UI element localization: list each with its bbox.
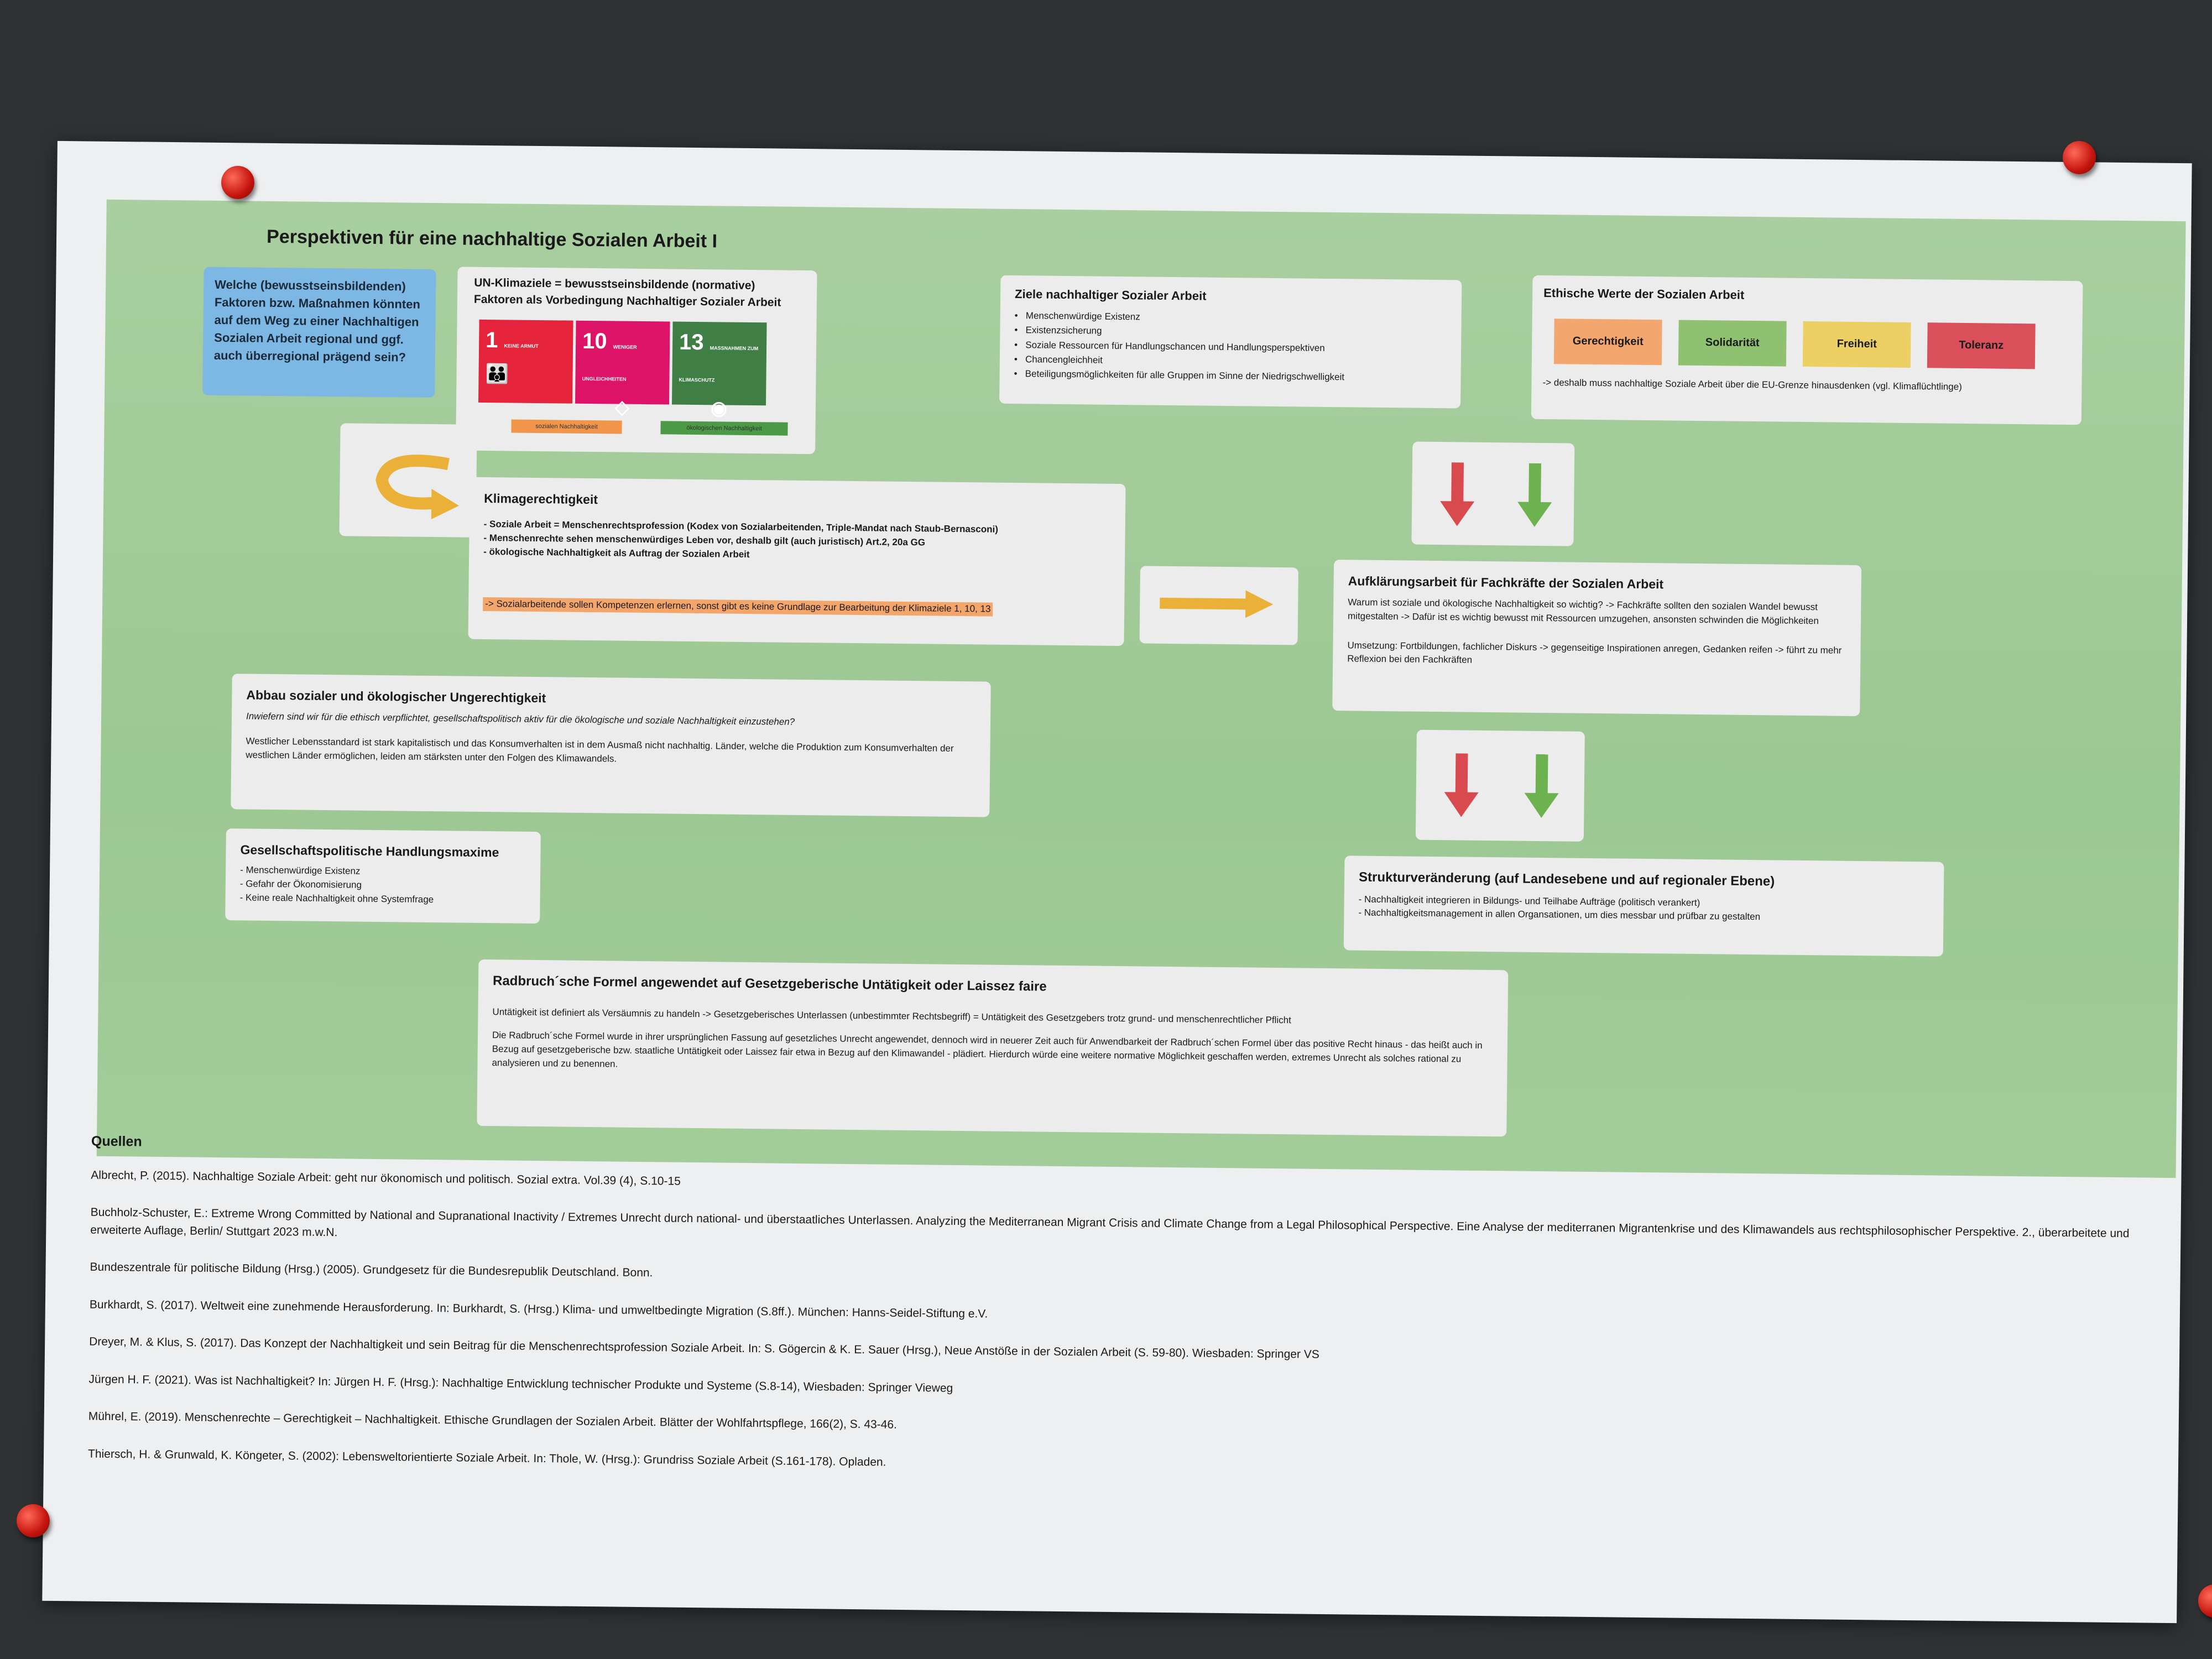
poster: Perspektiven für eine nachhaltige Sozial… — [42, 140, 2192, 1624]
ziele-box: Ziele nachhaltiger Sozialer Arbeit • Men… — [999, 275, 1462, 409]
klima-heading: Klimagerechtigkeit — [484, 491, 598, 507]
abbau-box: Abbau sozialer und ökologischer Ungerech… — [231, 674, 991, 817]
push-pin-icon — [2063, 141, 2096, 174]
sdg-10-icon: 10 WENIGER UNGLEICHHEITEN◇ — [575, 320, 670, 418]
sdg-1-icon: 1 KEINE ARMUT👪 — [478, 319, 573, 404]
push-pin-icon — [221, 166, 254, 199]
strukturveraenderung-box: Strukturveränderung (auf Landesebene und… — [1343, 855, 1944, 957]
source-item: Burkhardt, S. (2017). Weltweit eine zune… — [89, 1298, 988, 1321]
value-solidaritaet: Solidarität — [1678, 320, 1787, 367]
question-box: Welche (bewusstseinsbildenden) Faktoren … — [202, 267, 436, 398]
sdg-number: 1 — [485, 327, 498, 353]
source-item: Mührel, E. (2019). Menschenrechte – Gere… — [88, 1410, 898, 1431]
push-pin-icon — [17, 1504, 50, 1537]
radbruch-text-2: Die Radbruch´sche Formel wurde in ihrer … — [492, 1030, 1483, 1070]
right-arrow-box — [1139, 566, 1298, 645]
sdg-number: 13 — [679, 330, 704, 355]
curved-arrow-box — [339, 423, 477, 538]
abbau-text: Westlicher Lebensstandard ist stark kapi… — [246, 735, 954, 764]
right-arrow-icon — [1160, 590, 1274, 618]
radbruch-box: Radbruch´sche Formel angewendet auf Gese… — [477, 959, 1509, 1137]
source-item: Jürgen H. F. (2021). Was ist Nachhaltigk… — [88, 1373, 953, 1395]
werte-box: Ethische Werte der Sozialen Arbeit Gerec… — [1531, 275, 2083, 425]
down-arrows-box-1 — [1411, 441, 1575, 546]
ziele-heading: Ziele nachhaltiger Sozialer Arbeit — [1014, 287, 1207, 303]
push-pin-icon — [2198, 1584, 2212, 1618]
down-arrows-box-2 — [1415, 729, 1585, 842]
abbau-question: Inwiefern sind wir für die ethisch verpf… — [246, 711, 795, 728]
radbruch-heading: Radbruch´sche Formel angewendet auf Gese… — [492, 973, 1047, 994]
source-item: Bundeszentrale für politische Bildung (H… — [90, 1260, 653, 1280]
source-item: Buchholz-Schuster, E.: Extreme Wrong Com… — [90, 1206, 2130, 1240]
sdg-13-icon: 13 MASSNAHMEN ZUM KLIMASCHUTZ◉ — [671, 321, 767, 419]
maxime-item: - Keine reale Nachhaltigkeit ohne System… — [239, 892, 434, 905]
maxime-heading: Gesellschaftspolitische Handlungsmaxime — [240, 842, 499, 860]
struktur-heading: Strukturveränderung (auf Landesebene und… — [1358, 869, 1775, 889]
curved-arrow-icon — [375, 455, 460, 519]
value-gerechtigkeit: Gerechtigkeit — [1553, 319, 1662, 366]
source-item: Dreyer, M. & Klus, S. (2017). Das Konzep… — [89, 1335, 1319, 1361]
aufklaerung-box: Aufklärungsarbeit für Fachkräfte der Soz… — [1332, 560, 1862, 717]
value-freiheit: Freiheit — [1802, 321, 1911, 368]
down-arrows-icon — [1444, 753, 1559, 818]
klima-highlight: -> Sozialarbeitende sollen Kompetenzen e… — [483, 597, 993, 617]
handlungsmaxime-box: Gesellschaftspolitische Handlungsmaxime … — [225, 828, 541, 924]
value-toleranz: Toleranz — [1927, 322, 2036, 369]
source-item: Albrecht, P. (2015). Nachhaltige Soziale… — [91, 1168, 681, 1188]
aufklaerung-heading: Aufklärungsarbeit für Fachkräfte der Soz… — [1348, 573, 1664, 592]
social-sustainability-tag: sozialen Nachhaltigkeit — [511, 419, 622, 434]
sources-section: Quellen Albrecht, P. (2015). Nachhaltige… — [88, 1131, 2159, 1504]
werte-heading: Ethische Werte der Sozialen Arbeit — [1543, 286, 1745, 302]
un-goals-heading: UN-Klimaziele = bewusstseinsbildende (no… — [473, 276, 781, 310]
aufklaerung-umsetzung: Umsetzung: Fortbildungen, fachlicher Dis… — [1347, 639, 1842, 665]
down-arrows-icon — [1440, 462, 1552, 527]
werte-note: -> deshalb muss nachhaltige Soziale Arbe… — [1542, 377, 1962, 392]
aufklaerung-text: Warum ist soziale und ökologische Nachha… — [1347, 597, 1819, 627]
ecological-sustainability-tag: ökologischen Nachhaltigkeit — [660, 421, 788, 436]
radbruch-text-1: Untätigkeit ist definiert als Versäumnis… — [492, 1006, 1291, 1026]
abbau-heading: Abbau sozialer und ökologischer Ungerech… — [246, 687, 546, 706]
klimagerechtigkeit-box: Klimagerechtigkeit - Soziale Arbeit = Me… — [468, 477, 1126, 646]
un-goals-box: UN-Klimaziele = bewusstseinsbildende (no… — [456, 267, 817, 455]
sdg-number: 10 — [582, 328, 607, 354]
source-item: Thiersch, H. & Grunwald, K. Köngeter, S.… — [87, 1447, 886, 1469]
sdg-label: KEINE ARMUT — [504, 343, 539, 349]
